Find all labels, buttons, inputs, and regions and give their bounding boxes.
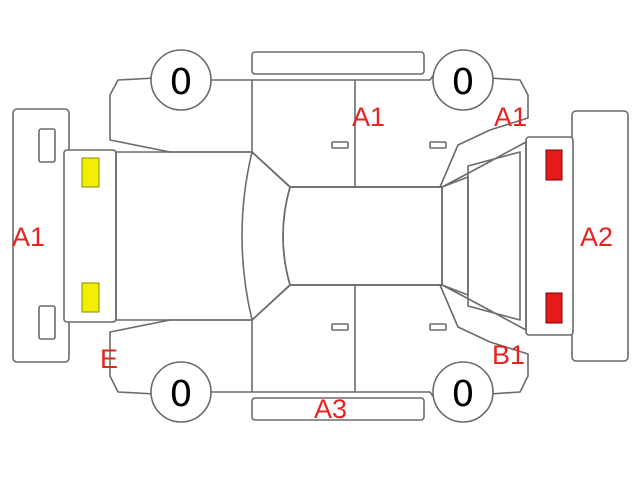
rear-left-wheel bbox=[432, 49, 494, 111]
left-front-door-handle bbox=[331, 141, 349, 149]
damage-label-rear-bumper: A2 bbox=[580, 222, 613, 252]
taillight-right bbox=[545, 292, 563, 324]
damage-label-right-front-corner: E bbox=[100, 344, 118, 374]
headlight-left bbox=[81, 157, 100, 188]
right-rear-door-handle bbox=[429, 323, 447, 331]
front-right-tire-value: 0 bbox=[170, 374, 193, 415]
left-rear-door-handle bbox=[429, 141, 447, 149]
roof bbox=[282, 186, 443, 286]
trunk-lid bbox=[467, 151, 521, 321]
rear-left-tire-value: 0 bbox=[452, 62, 475, 103]
front-right-wheel bbox=[150, 361, 212, 423]
front-bumper-slot-bottom bbox=[38, 305, 56, 340]
left-sill-strip bbox=[251, 51, 425, 75]
front-left-tire-value: 0 bbox=[170, 62, 193, 103]
front-bumper-slot-top bbox=[38, 128, 56, 163]
damage-label-left-front-door: A1 bbox=[352, 102, 385, 132]
damage-label-left-front-fender: A1 bbox=[494, 102, 527, 132]
rear-window bbox=[441, 176, 469, 296]
headlight-right bbox=[81, 282, 100, 313]
right-front-door-handle bbox=[331, 323, 349, 331]
front-left-wheel bbox=[150, 49, 212, 111]
damage-label-right-sill: A3 bbox=[314, 394, 347, 424]
damage-label-front-bumper: A1 bbox=[12, 222, 45, 252]
right-sill-strip bbox=[251, 397, 425, 421]
taillight-left bbox=[545, 149, 563, 181]
rear-right-tire-value: 0 bbox=[452, 374, 475, 415]
damage-label-right-rear-fender: B1 bbox=[492, 340, 525, 370]
rear-right-wheel bbox=[432, 361, 494, 423]
body-top-view bbox=[115, 141, 527, 331]
